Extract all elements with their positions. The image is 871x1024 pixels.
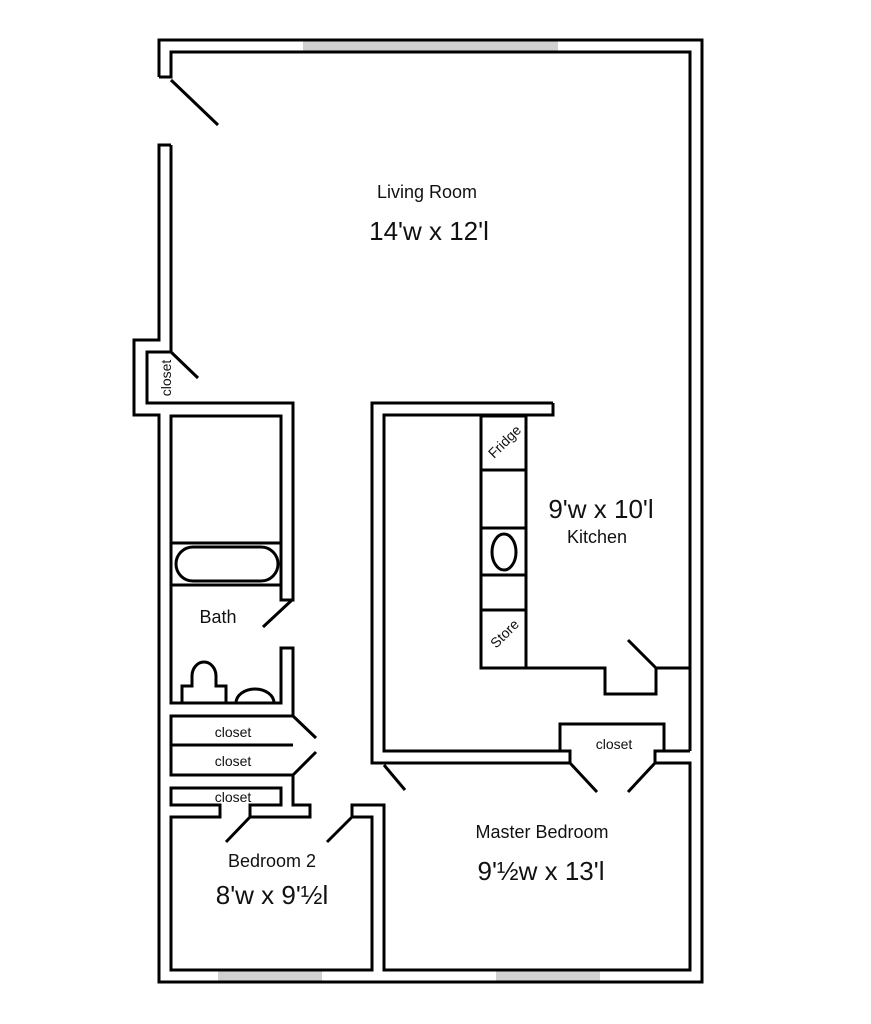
bath-fixtures <box>171 541 281 705</box>
bedroom-2-door[interactable] <box>325 815 354 844</box>
master-bedroom-label: Master Bedroom <box>475 822 608 842</box>
toilet-icon <box>180 660 228 703</box>
window-master-bedroom <box>496 970 600 982</box>
master-bedroom-size: 9'½w x 13'l <box>478 856 605 886</box>
living-room-label: Living Room <box>377 182 477 202</box>
kitchen-door[interactable] <box>626 638 658 670</box>
closet-door[interactable] <box>169 350 200 380</box>
bedroom-2-closet-door[interactable] <box>224 815 252 844</box>
bedroom-2-label: Bedroom 2 <box>228 851 316 871</box>
sink-icon <box>490 532 518 572</box>
master-bedroom-door[interactable] <box>382 764 407 791</box>
window-bedroom-2 <box>218 970 322 982</box>
living-closet-label: closet <box>158 360 174 397</box>
door-swings <box>169 78 658 844</box>
closet-label: closet <box>215 724 252 740</box>
master-closet-door[interactable] <box>568 761 599 794</box>
bath-door[interactable] <box>261 598 294 629</box>
bath-label: Bath <box>199 607 236 627</box>
living-room-size: 14'w x 12'l <box>369 216 489 246</box>
kitchen-walls <box>370 401 690 765</box>
closet-label: closet <box>215 753 252 769</box>
closet-label: closet <box>215 789 252 805</box>
kitchen-size: 9'w x 10'l <box>548 494 653 524</box>
master-closet-label: closet <box>596 736 633 752</box>
bathroom-sink-icon <box>234 687 276 705</box>
closet-door[interactable] <box>291 750 318 777</box>
entry-door[interactable] <box>169 78 220 127</box>
store-label: Store <box>487 616 522 651</box>
bedroom-2-size: 8'w x 9'½l <box>216 880 329 910</box>
fridge-label: Fridge <box>485 422 525 462</box>
closet-door[interactable] <box>291 714 318 740</box>
outer-walls <box>132 38 704 984</box>
kitchen-label: Kitchen <box>567 527 627 547</box>
bathtub-icon <box>174 545 280 583</box>
window-living-room <box>303 40 558 52</box>
master-closet-door[interactable] <box>626 761 657 794</box>
